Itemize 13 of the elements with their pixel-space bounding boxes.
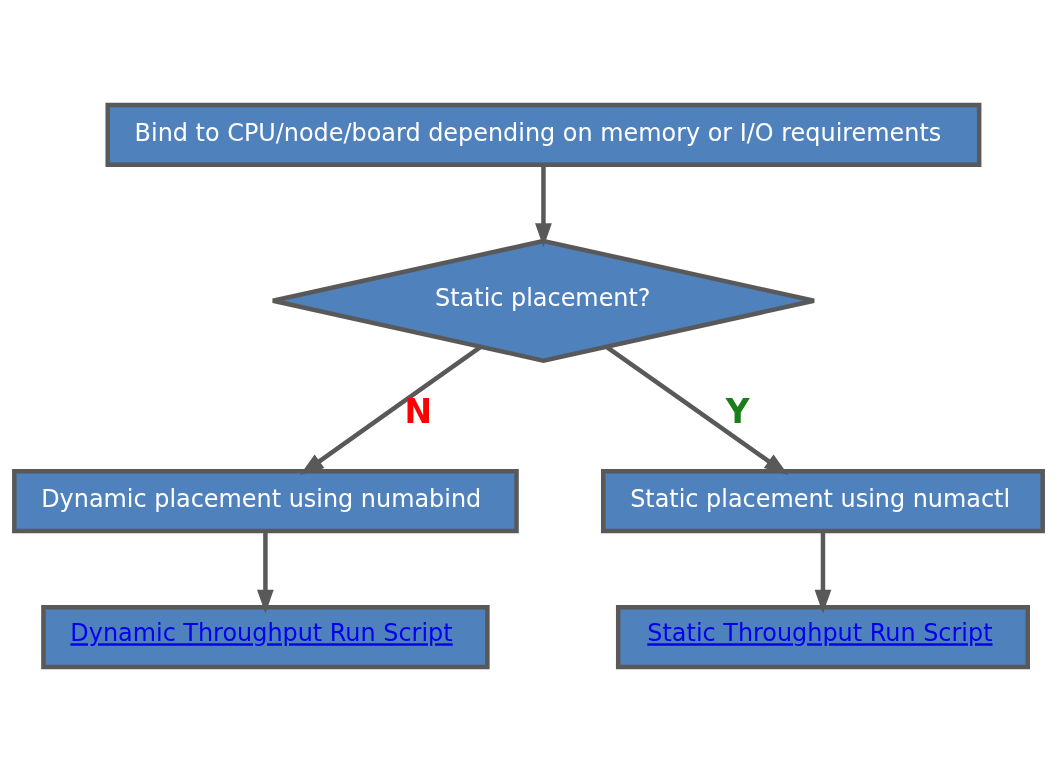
node-diamond: Static placement?	[270, 238, 817, 363]
node-box: Static Throughput Run Script	[615, 605, 1030, 670]
node-box: Dynamic Throughput Run Script	[41, 605, 490, 670]
arrow	[535, 165, 552, 248]
arrow	[257, 531, 274, 614]
arrow	[299, 345, 482, 476]
edge-label: Y	[725, 391, 750, 431]
arrow	[814, 531, 832, 614]
edge-label: N	[404, 391, 432, 431]
node-box: Bind to CPU/node/board depending on memory or I/O requirements	[105, 102, 982, 167]
node-box: Static placement using numactl	[601, 468, 1045, 534]
arrow	[605, 345, 789, 476]
node-box: Dynamic placement using numabind	[12, 468, 519, 534]
